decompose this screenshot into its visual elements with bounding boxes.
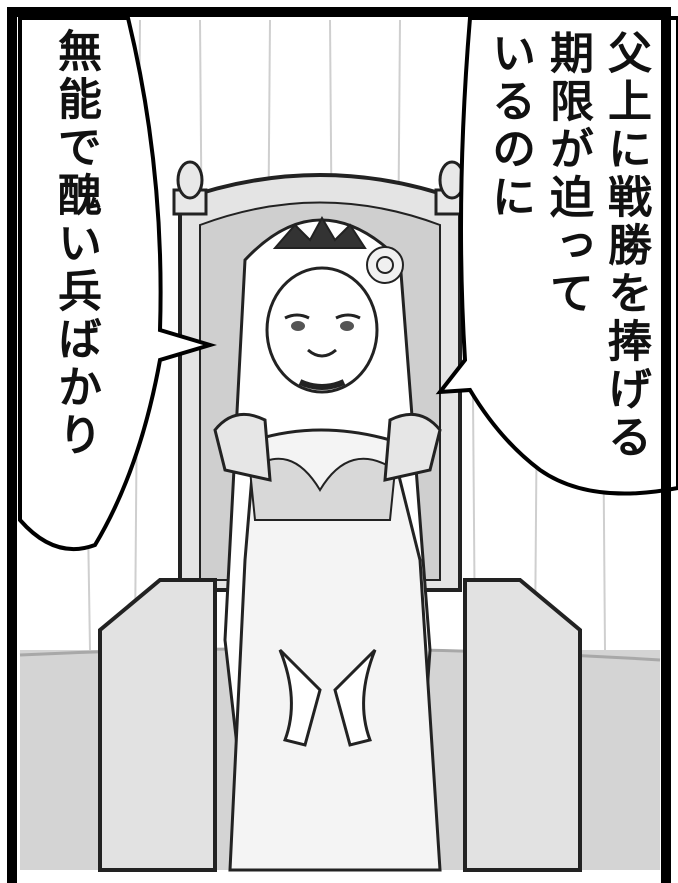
face	[265, 266, 379, 394]
throne-arm-right	[463, 578, 582, 872]
speech-bubble-right	[435, 16, 678, 496]
throne-arm-left	[98, 578, 217, 872]
rose-ornament	[366, 246, 404, 284]
speech-right-line-1: 父上に戦勝を捧げる	[600, 30, 651, 462]
tiara	[272, 215, 367, 249]
dress	[228, 428, 442, 872]
speech-bubble-left	[18, 16, 217, 552]
speech-right-line-3: いるのに	[484, 30, 535, 222]
speech-text-left: 無能で醜い兵ばかり	[46, 28, 104, 460]
hand-left	[278, 648, 322, 747]
throne-finials	[172, 160, 470, 216]
panel-border	[7, 7, 671, 883]
speech-right-line-2: 期限が迫って	[542, 30, 593, 318]
speech-left-line-1: 無能で醜い兵ばかり	[50, 28, 101, 460]
hand-right	[333, 648, 377, 747]
speech-text-right: 父上に戦勝を捧げる 期限が迫って いるのに	[480, 30, 654, 462]
